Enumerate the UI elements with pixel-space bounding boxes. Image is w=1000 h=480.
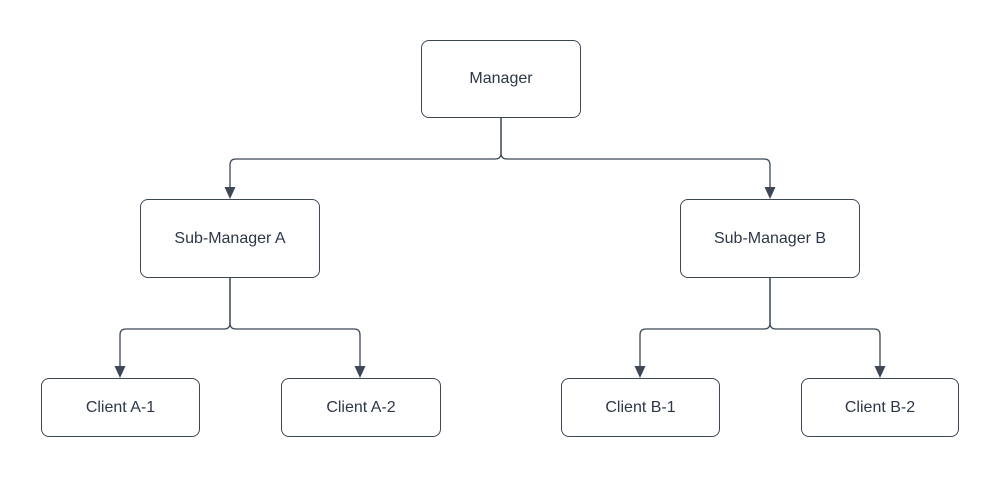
node-client-b2[interactable]: Client B-2 (801, 378, 959, 437)
arrowhead-client-b2 (874, 366, 886, 378)
node-sub-manager-a-label: Sub-Manager A (174, 229, 286, 247)
node-sub-manager-a[interactable]: Sub-Manager A (140, 199, 320, 278)
arrowhead-sub-a (224, 187, 236, 199)
node-client-a2-label: Client A-2 (326, 398, 396, 416)
connector-sub-b-client-b2 (769, 278, 881, 367)
connector-manager-sub-a (229, 118, 502, 188)
node-manager[interactable]: Manager (421, 40, 581, 118)
connector-manager-sub-b (500, 118, 771, 188)
node-client-a2[interactable]: Client A-2 (281, 378, 441, 437)
arrowhead-sub-b (764, 187, 776, 199)
node-sub-manager-b-label: Sub-Manager B (713, 229, 827, 247)
node-client-a1[interactable]: Client A-1 (41, 378, 200, 437)
arrowhead-client-a2 (354, 366, 366, 378)
node-manager-label: Manager (469, 70, 533, 88)
connector-sub-a-client-a1 (119, 278, 231, 367)
arrowhead-client-b1 (634, 366, 646, 378)
connector-sub-b-client-b1 (639, 278, 771, 367)
arrowhead-client-a1 (114, 366, 126, 378)
node-client-b1-label: Client B-1 (605, 398, 676, 416)
node-client-a1-label: Client A-1 (85, 398, 156, 416)
node-client-b1[interactable]: Client B-1 (561, 378, 720, 437)
node-sub-manager-b[interactable]: Sub-Manager B (680, 199, 860, 278)
node-client-b2-label: Client B-2 (844, 398, 916, 416)
connector-sub-a-client-a2 (229, 278, 361, 367)
